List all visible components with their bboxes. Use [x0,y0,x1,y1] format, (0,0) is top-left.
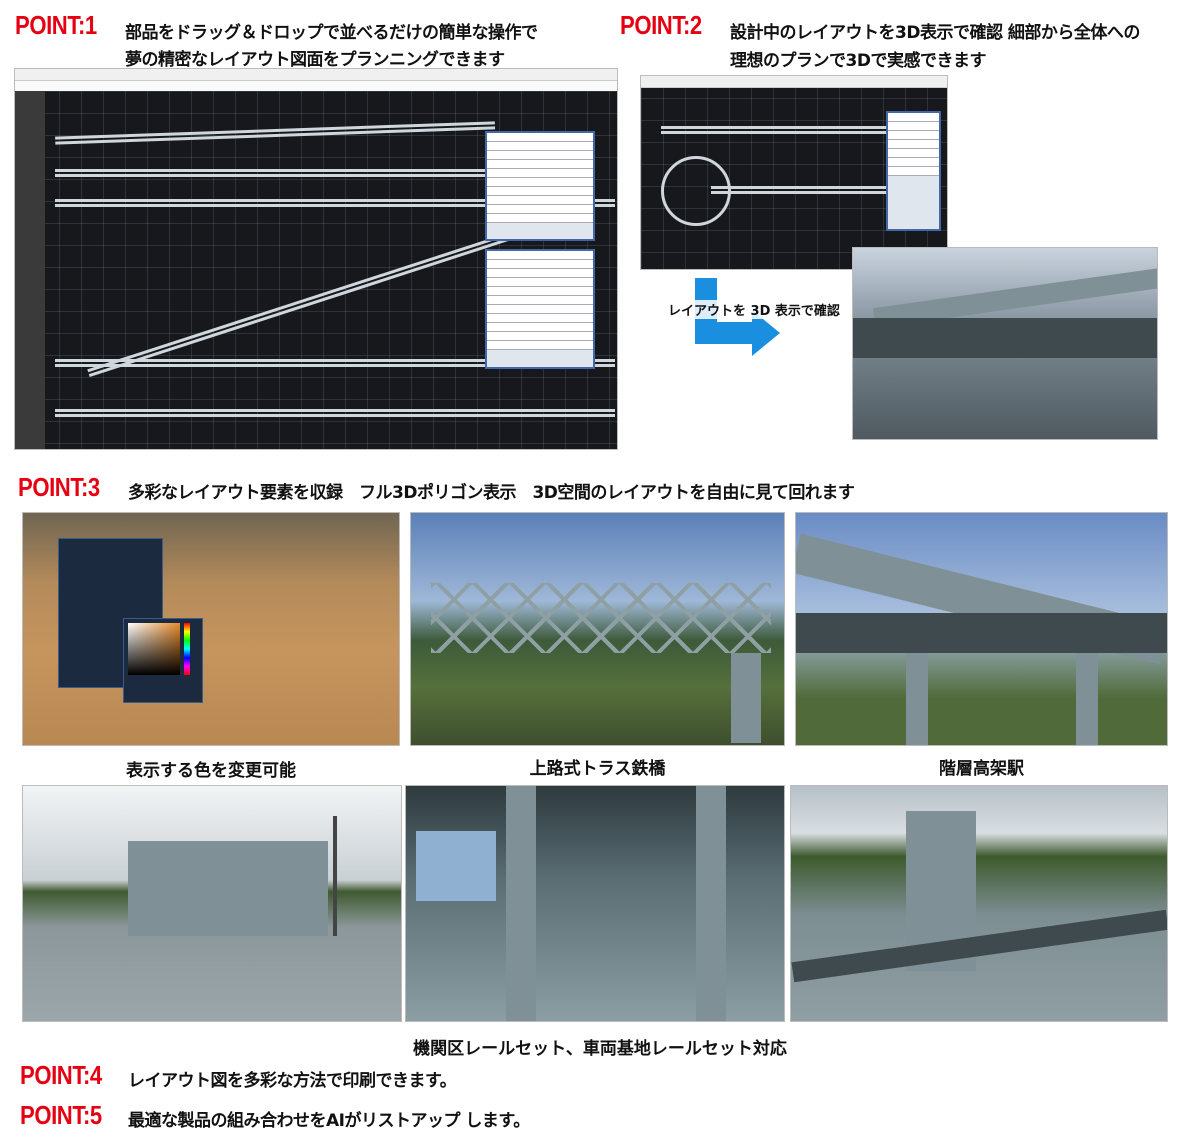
pillar [1076,653,1098,745]
point-5-text: 最適な製品の組み合わせをAIがリストアップ します。 [128,1111,530,1131]
track [711,186,911,189]
depot-interior-screenshot [405,785,785,1022]
layout-editor-screenshot [14,68,618,450]
column [696,786,726,1021]
lower-deck [796,613,1167,653]
caption-truss: 上路式トラス鉄橋 [529,759,666,779]
color-picker-panel[interactable] [123,618,203,703]
arrow-label: レイアウトを 3D 表示で確認 [668,300,840,319]
point-2-label: POINT:2 [620,10,702,40]
pillar [906,653,928,745]
track [55,169,495,172]
layout-editor-small-screenshot [640,75,948,270]
track [55,359,615,362]
color-change-screenshot [22,512,400,746]
truss [431,583,771,653]
hue-slider[interactable] [184,623,190,675]
platform [791,909,1167,983]
parts-sidebar [15,91,45,449]
point-3-label: POINT:3 [18,472,100,502]
track [55,121,495,140]
category-list-panel[interactable] [485,249,595,369]
point-1-text-2: 夢の精密なレイアウト図面をプランニングできます [125,50,505,70]
3d-view-screenshot [852,247,1158,440]
caption-color: 表示する色を変更可能 [126,761,296,781]
point-3-text: 多彩なレイアウト要素を収録 フル3Dポリゴン表示 3D空間のレイアウトを自由に見… [128,483,855,503]
parts-list-panel[interactable] [485,131,595,241]
truss-bridge-screenshot [410,512,785,746]
point-4-text: レイアウト図を多彩な方法で印刷できます。 [128,1071,457,1091]
point-1-label: POINT:1 [15,10,97,40]
parts-list-panel[interactable] [886,111,941,231]
column [506,786,536,1021]
window-titlebar [641,76,947,88]
pier [731,653,761,743]
track [55,409,615,412]
color-picker[interactable] [128,623,180,675]
catenary-pole [333,816,337,936]
point-1-text-1: 部品をドラッグ＆ドロップで並べるだけの簡単な操作で [125,23,538,43]
track [661,126,901,129]
caption-depot: 機関区レールセット、車両基地レールセット対応 [413,1039,787,1059]
point-2-text-1: 設計中のレイアウトを3D表示で確認 細部から全体への [730,23,1140,43]
menu-bar [15,81,617,91]
point-2-text-2: 理想のプランで3Dで実感できます [730,51,986,71]
turntable-track [661,156,731,226]
rail-yard-screenshot [790,785,1168,1022]
window-titlebar [15,69,617,81]
point-5-label: POINT:5 [20,1100,102,1130]
platform [853,318,1157,358]
engine-shed-screenshot [22,785,402,1022]
arrow-icon-shaft [695,322,755,344]
window [416,831,496,901]
track [55,199,615,202]
elevated-station-screenshot [795,512,1168,746]
engine-shed [128,841,328,936]
caption-station: 階層高架駅 [939,759,1024,779]
point-4-label: POINT:4 [20,1060,102,1090]
